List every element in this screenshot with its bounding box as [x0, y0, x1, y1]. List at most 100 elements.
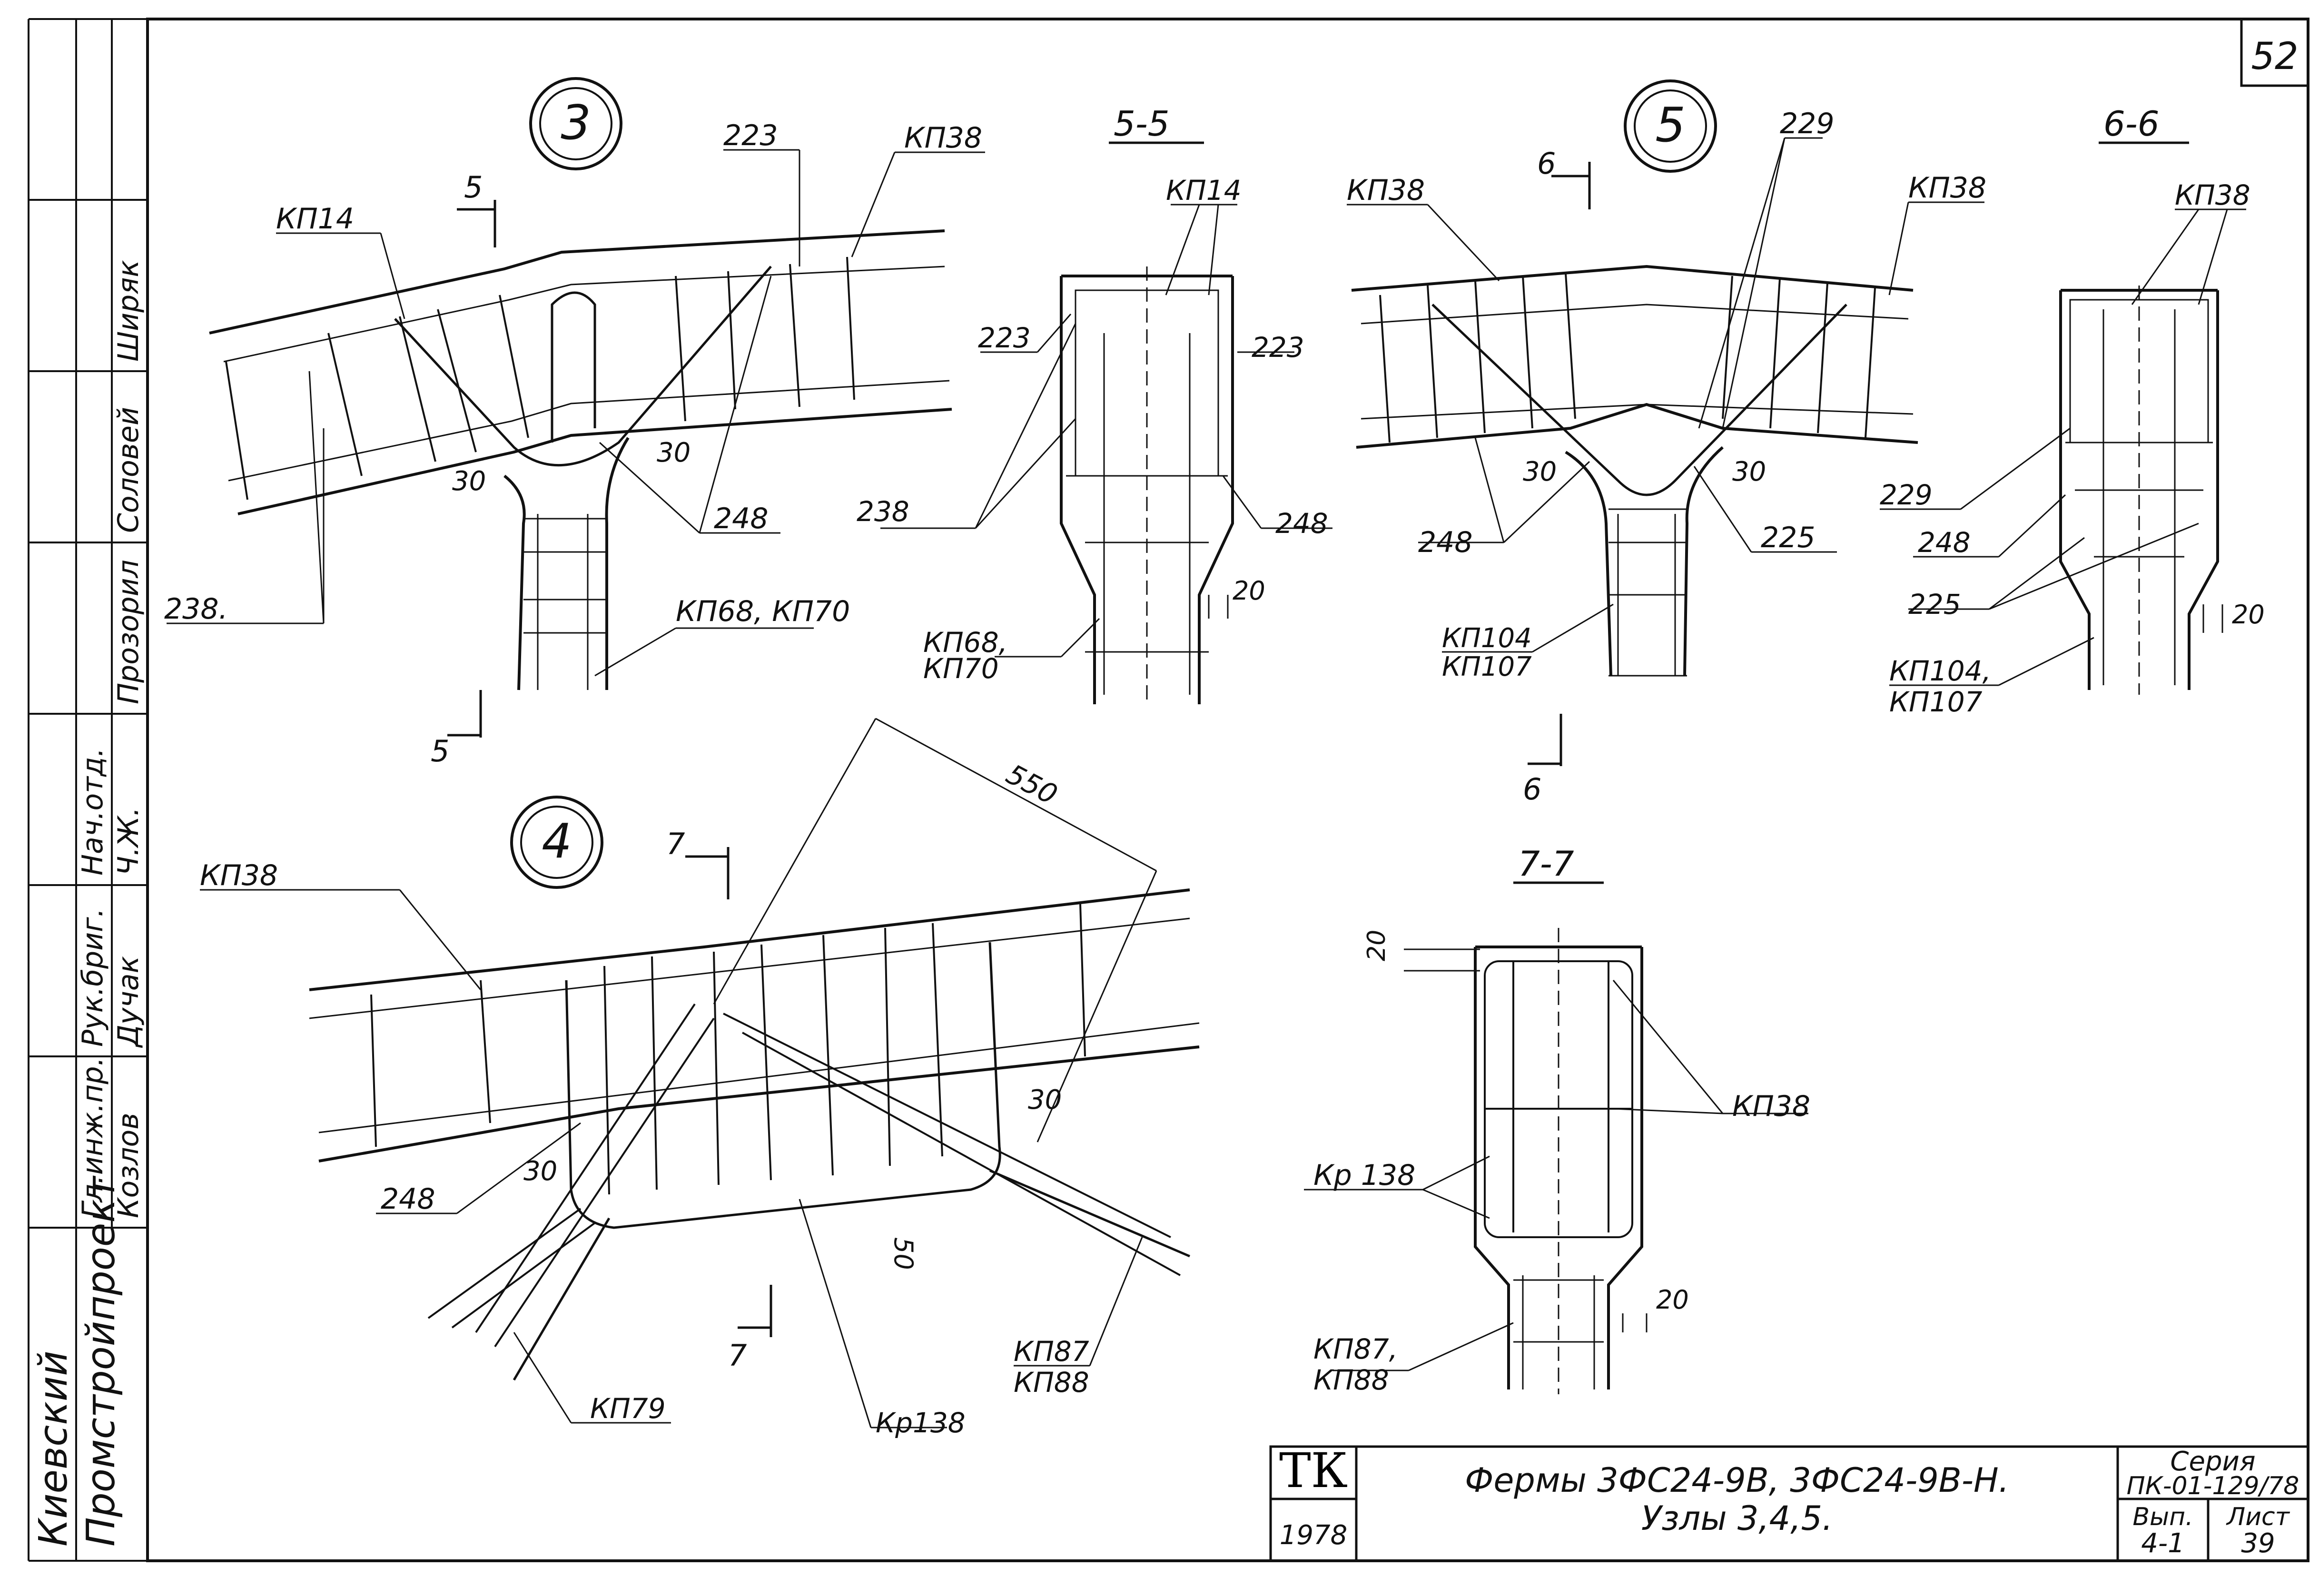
section-6-6-leaders — [1880, 208, 2246, 686]
sig-name-2: Дучак — [112, 956, 145, 1048]
org-name-line1: Киевский — [31, 1351, 76, 1547]
section-7-7-rebar — [1484, 928, 1633, 1394]
node-5-label-225: 225 — [1761, 521, 1816, 554]
node-3-callout: 3 — [529, 77, 622, 170]
node-5-chord-inner — [1361, 304, 1914, 420]
section-5-5-title: 5-5 — [1114, 104, 1170, 144]
title-block-issue-label: Вып. — [2132, 1503, 2193, 1531]
section-5-5-label-238: 238 — [857, 495, 909, 528]
node-5-drawing: 5 — [1347, 79, 1986, 807]
node-5-web — [1431, 304, 1847, 496]
node-4-section-mark-top: 7 — [666, 827, 685, 861]
node-4-label-30a: 30 — [1028, 1084, 1062, 1115]
section-6-6-label-kp107: КП107 — [1889, 686, 1983, 718]
node-3-label-kp38: КП38 — [904, 121, 982, 155]
section-5-5-label-kp70: КП70 — [923, 652, 999, 685]
node-4-label-kr138: Кр138 — [876, 1407, 966, 1439]
node-5-number: 5 — [1655, 97, 1686, 153]
sheet-frame — [28, 18, 2309, 1562]
title-block: ТК 1978 Фермы 3ФС24-9В, 3ФС24-9В-Н. Узлы… — [1269, 1443, 2309, 1562]
title-block-series-label: Серия — [2170, 1446, 2255, 1477]
title-block-issue-value: 4-1 — [2141, 1528, 2184, 1559]
node-5-section-mark-top: 6 — [1537, 146, 1556, 181]
section-7-7-label-20: 20 — [1656, 1285, 1689, 1315]
org-name-line2: Промстройпроект — [79, 1175, 124, 1547]
node-4-label-kp88: КП88 — [1014, 1366, 1089, 1399]
node-4-dimension-550 — [713, 718, 1157, 1143]
node-5-stirrups — [1379, 273, 1876, 443]
node-5-label-30a: 30 — [1523, 456, 1557, 487]
sig-name-3: Ч.Ж. — [112, 807, 145, 876]
title-block-title-line1: Фермы 3ФС24-9В, 3ФС24-9В-Н. — [1465, 1461, 2009, 1500]
node-5-label-248: 248 — [1418, 526, 1473, 559]
node-4-chord — [309, 888, 1200, 1163]
node-4-number: 4 — [542, 813, 572, 869]
sig-role-1: Гл.инж.пр. — [76, 1057, 109, 1218]
node-4-section-cut — [685, 847, 772, 1337]
node-3-label-223: 223 — [723, 119, 778, 152]
section-5-5-label-223b: 223 — [1252, 331, 1304, 364]
node-5-label-kp104: КП104 — [1442, 623, 1532, 654]
node-3-label-238: 238. — [164, 592, 228, 626]
node-3-section-mark-top: 5 — [464, 170, 483, 205]
title-block-title-line2: Узлы 3,4,5. — [1641, 1499, 1833, 1538]
section-6-6-label-kp104: КП104, — [1889, 655, 1991, 687]
section-7-7-outline — [1474, 946, 1643, 1389]
section-7-7-label-kp38: КП38 — [1732, 1090, 1810, 1123]
node-4-frame — [513, 942, 1190, 1381]
node-4-section-mark-bottom: 7 — [728, 1338, 747, 1373]
title-block-stamp: ТК — [1279, 1443, 1348, 1498]
section-5-5-rebar — [1066, 266, 1228, 704]
section-5-5-label-kp14: КП14 — [1166, 174, 1242, 207]
node-3-label-30a: 30 — [452, 466, 486, 497]
title-block-year: 1978 — [1280, 1520, 1348, 1551]
section-6-6: 6-6 КП38 229 248 225 КП104, К — [1880, 104, 2265, 718]
node-4-label-30b: 30 — [523, 1156, 557, 1187]
node-4-drawing: 4 — [200, 718, 1200, 1439]
section-6-6-label-20: 20 — [2232, 600, 2265, 630]
node-4-label-248: 248 — [381, 1182, 435, 1216]
node-5-post — [1565, 446, 1724, 677]
left-sidebar: Гл.инж.пр. Козлов Рук.бриг. Дучак Нач.от… — [29, 19, 148, 1561]
node-5-label-kp107: КП107 — [1442, 651, 1532, 682]
section-7-7-label-20-top: 20 — [1362, 930, 1391, 961]
section-6-6-rebar — [2065, 286, 2213, 695]
title-block-sheet-value: 39 — [2241, 1528, 2275, 1559]
node-3-drawing: 3 — [164, 77, 985, 768]
node-5-callout: 5 — [1624, 79, 1717, 173]
node-3-label-kp68: КП68, КП70 — [676, 595, 850, 628]
section-5-5-label-kp68: КП68, — [923, 626, 1007, 659]
node-4-label-50: 50 — [888, 1237, 918, 1270]
sig-role-2: Рук.бриг. — [76, 908, 109, 1047]
node-3-section-cut — [447, 200, 496, 738]
node-5-label-229: 229 — [1780, 107, 1835, 140]
node-3-stirrups — [225, 256, 855, 500]
node-4-diagonals — [427, 1003, 1181, 1348]
section-5-5-label-248: 248 — [1275, 507, 1328, 540]
node-4-label-kp79: КП79 — [590, 1392, 666, 1425]
sig-name-1: Козлов — [112, 1113, 145, 1218]
title-block-series-value: ПК-01-129/78 — [2127, 1472, 2299, 1500]
node-3-label-30b: 30 — [657, 437, 691, 468]
section-7-7-label-kp87: КП87, — [1313, 1333, 1398, 1365]
sig-role-3: Нач.отд. — [76, 748, 109, 876]
sig-name-5: Соловей — [112, 407, 145, 533]
section-7-7: 7-7 20 КП38 Кр 138 20 — [1304, 844, 1810, 1396]
section-6-6-label-kp38: КП38 — [2175, 179, 2250, 211]
node-3-label-kp14: КП14 — [276, 202, 354, 236]
node-4-callout: 4 — [510, 796, 603, 889]
sig-name-4: Прозорил — [112, 560, 145, 704]
node-3-chord-inner — [223, 266, 950, 482]
node-5-section-cut — [1528, 162, 1591, 766]
page-number-box: 52 — [2240, 18, 2309, 87]
node-5-label-kp38b: КП38 — [1908, 171, 1986, 205]
section-5-5-label-20: 20 — [1233, 576, 1265, 606]
section-5-5-label-223a: 223 — [978, 322, 1031, 354]
node-4-label-kp87: КП87 — [1014, 1335, 1089, 1368]
node-4-leaders — [200, 889, 1143, 1429]
page-number: 52 — [2251, 35, 2298, 78]
node-3-chord — [209, 229, 952, 515]
sig-name-6: Ширяк — [112, 260, 145, 362]
node-5-leaders — [1347, 137, 1984, 653]
section-7-7-label-kr138: Кр 138 — [1313, 1159, 1415, 1192]
